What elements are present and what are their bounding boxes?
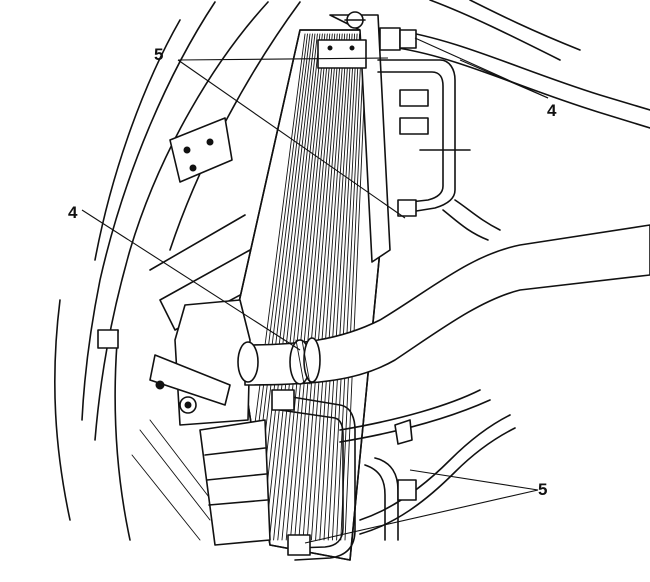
- line-clip: [397, 479, 417, 501]
- callout-4-left: 4: [68, 203, 78, 222]
- fin-line: [306, 33, 346, 541]
- hose-fitting: [379, 27, 401, 51]
- upper-cooler-line: [377, 59, 501, 241]
- fin-line: [264, 33, 321, 541]
- bolt-icon: [183, 146, 191, 154]
- upper-fitting: [397, 199, 417, 217]
- lower-cooler-lines: [271, 389, 516, 561]
- fin-line: [340, 33, 365, 541]
- fin-line: [277, 33, 328, 541]
- fin-line: [273, 33, 326, 541]
- fin-line: [336, 33, 363, 541]
- fin-line: [331, 33, 361, 541]
- coolant-reservoir: [149, 299, 271, 546]
- radiator-core: [234, 29, 381, 561]
- fin-line: [294, 33, 338, 541]
- fin-line: [310, 33, 348, 541]
- top-tank-block: [317, 39, 367, 69]
- fin-line: [268, 33, 323, 541]
- lower-fitting-top: [271, 389, 295, 411]
- callout-4-right: 4: [547, 101, 557, 120]
- clip-block: [399, 117, 429, 135]
- side-tank: [317, 11, 391, 263]
- fin-line: [323, 33, 356, 541]
- fin-line: [298, 33, 341, 541]
- fin-line: [260, 33, 318, 541]
- lower-fitting-bottom: [287, 534, 311, 556]
- fin-line: [344, 33, 368, 541]
- body-slot: [97, 329, 119, 349]
- fin-line: [281, 33, 331, 541]
- upper-bracket: [169, 117, 233, 183]
- hose-neck: [237, 341, 259, 383]
- fin-line: [285, 33, 333, 541]
- bolt-icon: [189, 164, 197, 172]
- upper-hose: [237, 224, 650, 386]
- fin-line: [319, 33, 353, 541]
- callout-5-top: 5: [154, 45, 163, 64]
- bolt-icon: [206, 138, 214, 146]
- clip-block: [399, 89, 429, 107]
- fin-line: [315, 33, 351, 541]
- top-right-hoses: [379, 0, 650, 129]
- reservoir-strap: [149, 354, 231, 406]
- wheel-tread: [131, 419, 216, 541]
- fin-line: [289, 33, 336, 541]
- leader-lines: [81, 37, 549, 544]
- fin-line: [327, 33, 358, 541]
- callout-5-bottom: 5: [538, 480, 547, 499]
- fin-line: [302, 33, 343, 541]
